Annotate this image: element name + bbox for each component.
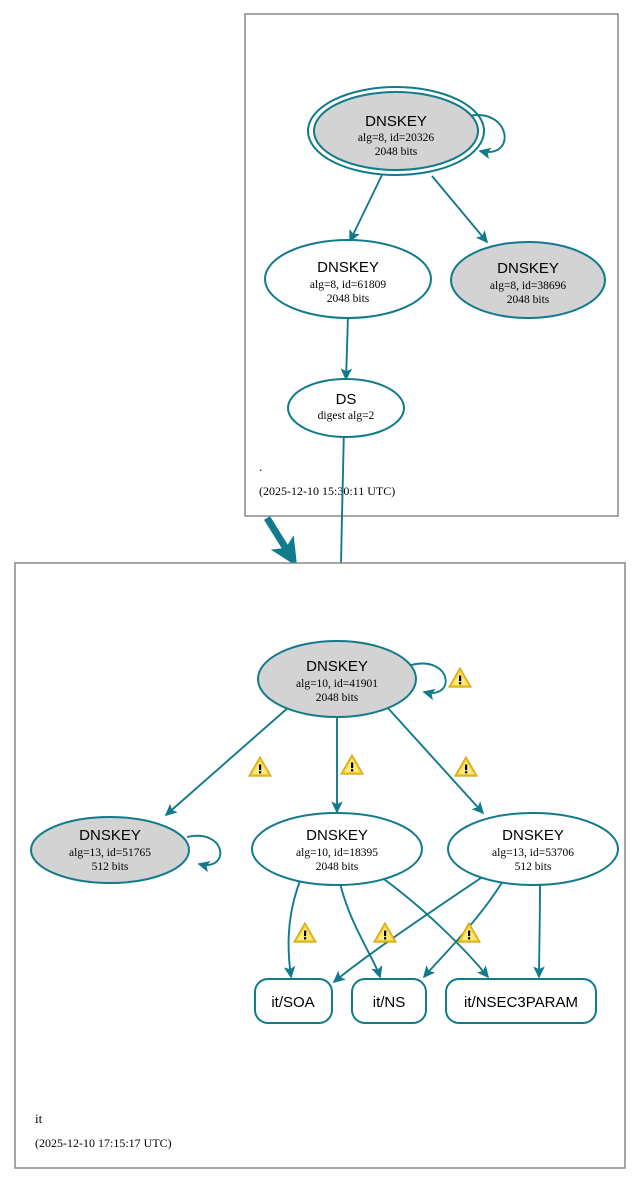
node-it-key-53706[interactable]: DNSKEY alg=13, id=53706 512 bits [447, 812, 619, 886]
node-it-ksk-41901-size: 2048 bits [316, 692, 359, 704]
edge-it-18395-to-ns [339, 882, 383, 979]
node-it-key-51765[interactable]: DNSKEY alg=13, id=51765 512 bits [30, 816, 190, 884]
node-rrset-ns-label: it/NS [373, 994, 406, 1011]
edge-root-ksk-to-61809 [349, 174, 383, 243]
warning-icon-it-41901-to-53706[interactable] [453, 755, 479, 777]
node-root-ksk-20326[interactable]: DNSKEY alg=8, id=20326 2048 bits [307, 86, 485, 176]
warning-icon-it-18395-to-nsec3param[interactable] [456, 921, 482, 943]
node-it-key-51765-title: DNSKEY [79, 827, 141, 844]
edge-it-18395-to-soa [283, 880, 301, 979]
zone-root-name: . [259, 459, 262, 474]
node-root-ksk-size: 2048 bits [375, 146, 418, 158]
warning-icon-it-41901-to-18395[interactable] [339, 753, 365, 775]
node-root-zsk-38696-params: alg=8, id=38696 [490, 280, 566, 292]
node-root-ksk-body [313, 91, 479, 171]
node-rrset-nsec3param-body [445, 978, 597, 1024]
node-root-zsk-61809-body [264, 239, 432, 319]
node-it-key-51765-params: alg=13, id=51765 [69, 847, 151, 859]
edge-it-18395-to-nsec3param [376, 873, 490, 979]
node-it-key-53706-title: DNSKEY [502, 827, 564, 844]
zone-it-name: it [35, 1111, 43, 1126]
warning-icon-it-41901-to-51765[interactable] [247, 755, 273, 777]
node-root-ds[interactable]: DS digest alg=2 [287, 378, 405, 438]
node-root-zsk-61809[interactable]: DNSKEY alg=8, id=61809 2048 bits [264, 239, 432, 319]
node-it-key-18395-title: DNSKEY [306, 827, 368, 844]
node-root-ksk-params: alg=8, id=20326 [358, 132, 434, 144]
node-root-zsk-61809-title: DNSKEY [317, 259, 379, 276]
node-rrset-ns-body [351, 978, 427, 1024]
node-it-key-18395-body [251, 812, 423, 886]
node-it-ksk-41901-body [257, 640, 417, 718]
node-root-zsk-61809-params: alg=8, id=61809 [310, 279, 386, 291]
warning-icon-it-18395-to-ns[interactable] [372, 921, 398, 943]
node-root-zsk-61809-size: 2048 bits [327, 293, 370, 305]
node-it-ksk-41901-title: DNSKEY [306, 658, 368, 675]
node-it-key-18395-params: alg=10, id=18395 [296, 847, 378, 859]
warning-icon-it-41901-selfsign[interactable] [447, 666, 473, 688]
node-root-zsk-38696-title: DNSKEY [497, 260, 559, 277]
node-rrset-ns[interactable]: it/NS [351, 978, 427, 1024]
it-zone-edges [164, 662, 545, 984]
node-it-key-53706-size: 512 bits [515, 861, 552, 873]
node-rrset-soa-body [254, 978, 333, 1024]
edge-it-41901-to-53706 [386, 706, 485, 815]
edge-it-53706-to-soa [332, 873, 488, 984]
edge-it-41901-self-loop [410, 662, 447, 701]
edge-root-ksk-to-38696 [431, 175, 489, 244]
node-root-ds-body [287, 378, 405, 438]
node-root-ds-params: digest alg=2 [318, 410, 375, 422]
node-root-zsk-38696[interactable]: DNSKEY alg=8, id=38696 2048 bits [450, 241, 606, 319]
edge-root-61809-to-ds [340, 315, 353, 381]
edge-it-51765-self-loop [186, 834, 222, 873]
node-it-key-51765-size: 512 bits [92, 861, 129, 873]
node-rrset-soa[interactable]: it/SOA [254, 978, 333, 1024]
node-it-key-51765-body [30, 816, 190, 884]
trust-anchor-outer-ring [307, 86, 485, 176]
node-it-key-18395-size: 2048 bits [316, 861, 359, 873]
edge-it-41901-to-51765 [164, 705, 291, 817]
node-root-ksk-title: DNSKEY [365, 113, 427, 130]
node-root-ds-title: DS [336, 391, 357, 408]
node-it-key-53706-params: alg=13, id=53706 [492, 847, 574, 859]
node-it-key-18395[interactable]: DNSKEY alg=10, id=18395 2048 bits [251, 812, 423, 886]
node-root-zsk-38696-body [450, 241, 606, 319]
node-root-zsk-38696-size: 2048 bits [507, 294, 550, 306]
zone-it-timestamp: (2025-12-10 17:15:17 UTC) [35, 1136, 172, 1150]
edge-zone-delegation-root-to-it [264, 516, 298, 567]
node-rrset-nsec3param-label: it/NSEC3PARAM [464, 994, 578, 1011]
node-it-ksk-41901[interactable]: DNSKEY alg=10, id=41901 2048 bits [257, 640, 417, 718]
node-it-key-53706-body [447, 812, 619, 886]
warning-icon-it-18395-to-soa[interactable] [292, 921, 318, 943]
node-it-ksk-41901-params: alg=10, id=41901 [296, 678, 378, 690]
zone-root-timestamp: (2025-12-10 15:30:11 UTC) [259, 484, 395, 498]
edge-it-53706-to-nsec3param [533, 880, 545, 979]
node-rrset-nsec3param[interactable]: it/NSEC3PARAM [445, 978, 597, 1024]
node-rrset-soa-label: it/SOA [271, 994, 314, 1011]
